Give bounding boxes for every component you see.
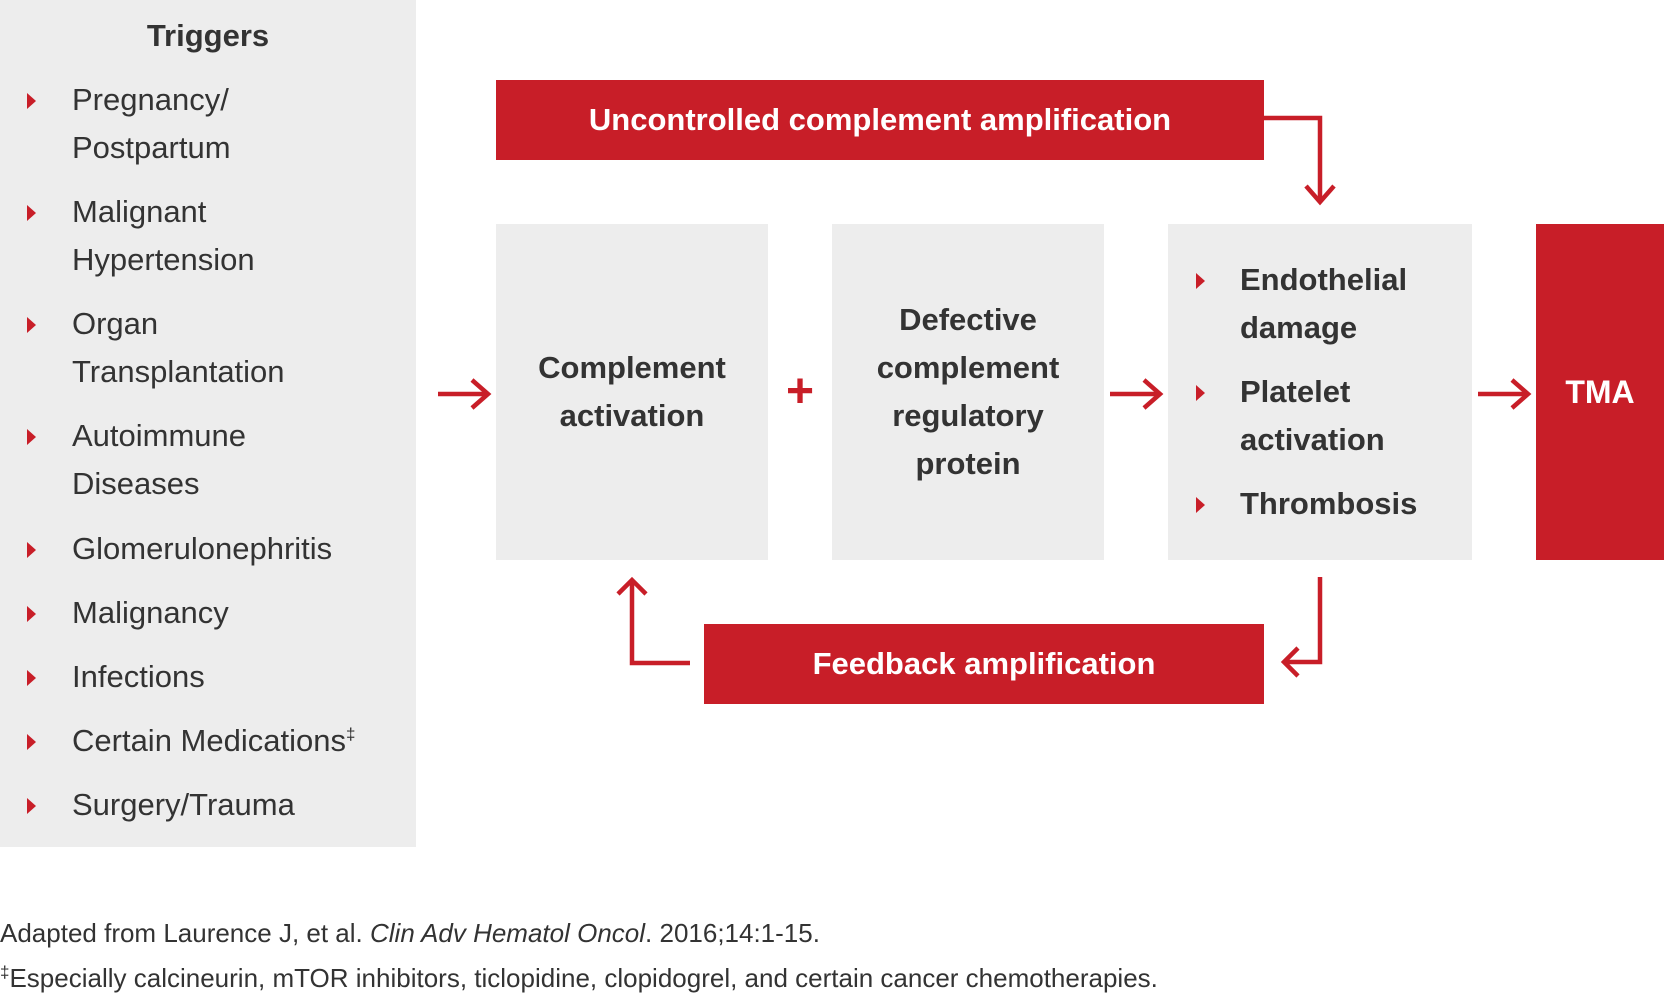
plus-sign: + [785,365,815,418]
box-label: Complement [538,350,726,385]
arrow-right-icon [1478,378,1532,410]
box-label: protein [915,446,1021,481]
trigger-label: Transplantation [72,354,285,389]
arrow-right-icon [438,378,492,410]
journal-name: Clin Adv Hematol Oncol [370,918,646,948]
trigger-label: Autoimmune [72,418,247,453]
effect-label: activation [1240,422,1385,457]
arrow-up-icon [616,576,690,666]
tma-box: TMA [1536,224,1664,560]
bullet-triangle-icon [27,542,36,558]
trigger-label: Certain Medications [72,723,346,758]
box-label: Defective [899,302,1037,337]
trigger-label: Hypertension [72,242,255,277]
bullet-triangle-icon [1196,497,1205,513]
effect-label: Endothelial [1240,262,1408,297]
bullet-triangle-icon [27,93,36,109]
effect-label: Thrombosis [1240,486,1418,521]
trigger-label: Malignant [72,194,207,229]
bullet-triangle-icon [27,734,36,750]
arrow-right-icon [1110,378,1164,410]
source-citation: . 2016;14:1-15. [645,918,820,948]
source-footnote: Adapted from Laurence J, et al. Clin Adv… [0,918,820,949]
trigger-label: Malignancy [72,595,229,630]
triggers-title: Triggers [146,18,270,53]
box-label: regulatory [892,398,1044,433]
bullet-triangle-icon [1196,273,1205,289]
trigger-label: Surgery/Trauma [72,787,295,822]
complement-activation-box: Complement activation [496,224,768,560]
source-text: Adapted from Laurence J, et al. [0,918,370,948]
effects-box: Endothelial damage Platelet activation Thr… [1168,224,1472,560]
effect-label: damage [1240,310,1358,345]
bullet-triangle-icon [27,798,36,814]
dagger-footnote: ‡Especially calcineurin, mTOR inhibitors… [0,963,1158,994]
trigger-label: Diseases [72,466,200,501]
bullet-triangle-icon [27,205,36,221]
arrow-down-icon [1264,115,1336,206]
bullet-triangle-icon [27,670,36,686]
bullet-triangle-icon [27,606,36,622]
dagger-footnote-mark: ‡ [0,962,10,982]
dagger-footnote-text: Especially calcineurin, mTOR inhibitors,… [9,963,1158,993]
arrow-left-icon [1280,577,1323,678]
box-label: activation [559,398,705,433]
uncontrolled-amplification-banner: Uncontrolled complement amplification [496,80,1264,160]
feedback-amplification-banner: Feedback amplification [704,624,1264,704]
trigger-label: Infections [72,659,205,694]
bullet-triangle-icon [1196,385,1205,401]
bullet-triangle-icon [27,429,36,445]
trigger-label: Postpartum [72,130,231,165]
dagger-footnote-mark: ‡ [345,724,356,744]
trigger-label: Pregnancy/ [72,82,229,117]
bullet-triangle-icon [27,317,36,333]
effect-label: Platelet [1240,374,1351,409]
defective-protein-box: Defective complement regulatory protein [832,224,1104,560]
trigger-label: Glomerulonephritis [72,531,333,566]
trigger-label: Organ [72,306,159,341]
box-label: complement [876,350,1060,385]
